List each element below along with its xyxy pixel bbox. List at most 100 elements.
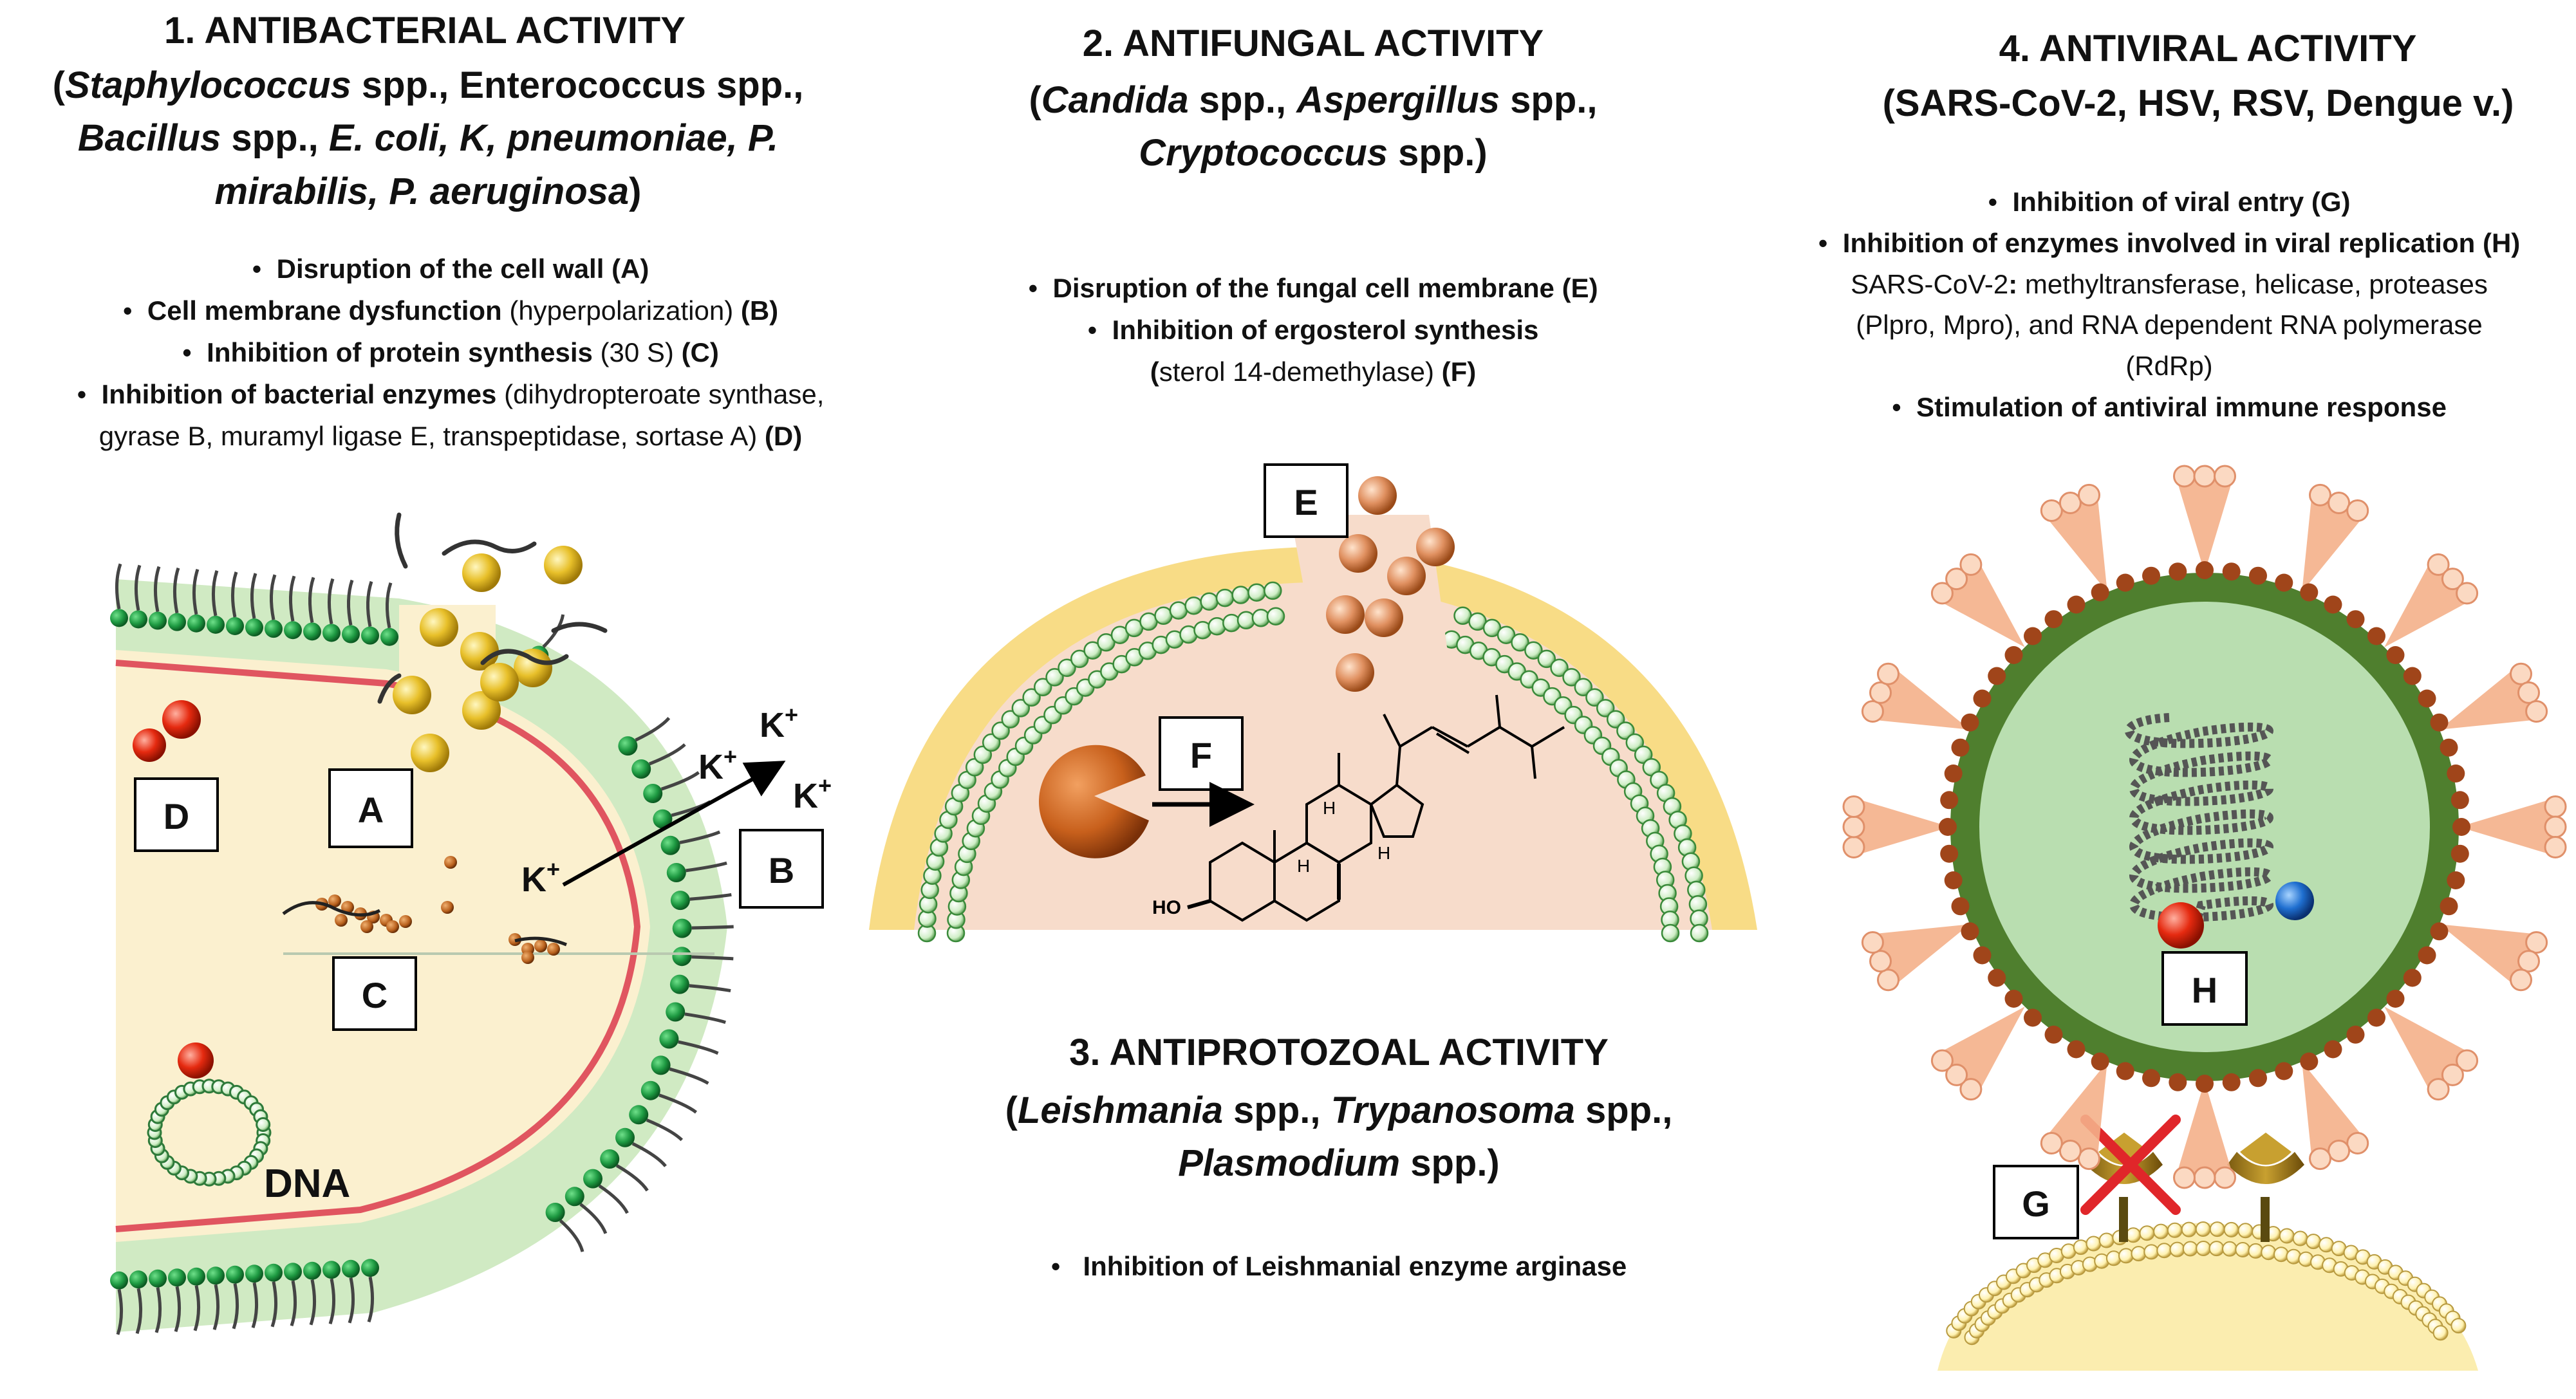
ribosome-bead	[328, 894, 341, 907]
lipid-tail	[250, 573, 257, 619]
fungal-membrane-bead	[1222, 613, 1241, 633]
spike-head	[2214, 1166, 2236, 1189]
spike-head	[2525, 700, 2548, 723]
spike-head	[1959, 553, 1983, 576]
spike-head	[2328, 1140, 2351, 1162]
membrane-bead	[110, 609, 128, 627]
spike-head	[1842, 795, 1865, 818]
envelope-bead	[2324, 595, 2342, 614]
antibacterial-bullet-4: • Inhibition of bacterial enzymes (dihyd…	[77, 379, 825, 410]
virus-spike-proteins	[1842, 465, 2567, 1189]
membrane-bead	[265, 1263, 283, 1282]
antiviral-detail-1: SARS-CoV-2: methyltransferase, helicase,…	[1851, 268, 2488, 299]
ribosome-bead	[360, 920, 373, 933]
envelope-bead	[1944, 871, 1963, 889]
spike-head	[2525, 931, 2548, 954]
lipid-tail	[689, 893, 732, 901]
membrane-bead	[149, 1269, 167, 1288]
peptidoglycan-squiggle	[480, 649, 569, 665]
copper-sphere	[1358, 476, 1397, 515]
fungal-membrane-bead	[1022, 688, 1041, 707]
copper-sphere	[1339, 534, 1377, 573]
ribosome-bead	[441, 901, 454, 914]
svg-text:H: H	[2192, 970, 2217, 1010]
lipid-tail	[669, 1067, 709, 1085]
spike-head	[2427, 1078, 2450, 1101]
envelope-bead	[2222, 562, 2241, 581]
antibacterial-bullet-4-cont: gyrase B, muramyl ligase E, transpeptida…	[98, 421, 803, 452]
membrane-bead	[342, 1259, 360, 1278]
antibacterial-agent-spheres	[393, 546, 583, 772]
membrane-bead	[149, 611, 167, 630]
spike-head	[2544, 795, 2567, 818]
host-membrane-bead	[2131, 1246, 2147, 1262]
membrane-bead	[284, 621, 302, 640]
host-membrane-bead	[2306, 1234, 2322, 1250]
spike-head	[2040, 499, 2063, 522]
fungal-membrane-bead	[1070, 649, 1089, 669]
gold-sphere	[462, 691, 501, 730]
antifungal-subtitle: (Candida spp., Aspergillus spp., Cryptoc…	[1029, 79, 1598, 174]
k-ion-label-1: K+	[521, 856, 560, 899]
envelope-bead	[2024, 1008, 2042, 1027]
host-membrane-bead	[2273, 1246, 2289, 1263]
membrane-bead	[168, 1268, 186, 1287]
membrane-bead	[583, 1169, 602, 1189]
membrane-bead	[640, 1080, 660, 1100]
host-membrane-bead	[2196, 1241, 2212, 1256]
spike-head	[1930, 582, 1954, 605]
lipid-tail	[367, 1276, 375, 1323]
lipid-tail	[660, 771, 700, 791]
host-membrane-bead	[2209, 1221, 2225, 1237]
svg-text:D: D	[163, 796, 189, 837]
antiviral-detail-2: (Plpro, Mpro), and RNA dependent RNA pol…	[1856, 310, 2483, 340]
lipid-tail	[328, 1278, 336, 1325]
envelope-bead	[2249, 1069, 2267, 1088]
envelope-bead	[2346, 1025, 2365, 1044]
spike-head	[1869, 681, 1892, 704]
label-box-b: B	[739, 829, 824, 909]
spike-head	[2517, 950, 2540, 973]
antifungal-mechanisms-list: • Disruption of the fungal cell membrane…	[933, 267, 1693, 393]
fungal-cell	[869, 515, 1757, 943]
antiviral-bullet-3: • Stimulation of antiviral immune respon…	[1892, 392, 2447, 423]
spike-head	[2078, 1147, 2100, 1171]
copper-sphere	[1336, 653, 1374, 692]
spike-head	[2441, 1063, 2464, 1086]
spike-head	[2346, 1132, 2369, 1154]
label-box-d: D	[134, 777, 219, 852]
spike-head	[2309, 1147, 2331, 1171]
spike-stalk	[2459, 798, 2555, 856]
membrane-bead	[361, 1259, 379, 1277]
spike-head	[2346, 499, 2369, 522]
spike-stalk	[2176, 476, 2234, 573]
host-membrane-bead	[2139, 1225, 2155, 1241]
host-membrane-bead	[2223, 1221, 2239, 1237]
fungal-membrane-bead	[1497, 625, 1516, 644]
spike-head	[2544, 815, 2567, 838]
ergosterol-ho-label: HO	[1152, 897, 1181, 918]
envelope-bead	[2452, 818, 2470, 836]
host-membrane-bead	[2222, 1241, 2237, 1257]
membrane-bead	[284, 1263, 302, 1281]
spike-head	[2078, 483, 2100, 506]
membrane-bead	[303, 1261, 321, 1280]
spike-head	[1861, 700, 1884, 723]
enzyme-sphere-1	[133, 728, 166, 762]
envelope-bead	[2403, 667, 2422, 685]
envelope-bead	[2275, 573, 2293, 592]
envelope-bead	[2367, 1008, 2385, 1027]
host-membrane-bead	[2182, 1241, 2198, 1257]
lipid-tail	[116, 1289, 124, 1335]
k-ion-label-3: K+	[760, 701, 798, 745]
fungal-membrane-bead	[1083, 641, 1102, 660]
ergosterol-h-label-3: H	[1377, 843, 1390, 863]
antiprotozoal-mechanisms-list: • Inhibition of Leishmanial enzyme argin…	[933, 1245, 1744, 1287]
gold-sphere	[544, 546, 583, 584]
envelope-bead	[1939, 818, 1957, 836]
spike-head	[2441, 568, 2464, 591]
spike-head	[2058, 492, 2082, 514]
spike-head	[2517, 681, 2540, 704]
host-membrane-bead	[2235, 1242, 2251, 1257]
